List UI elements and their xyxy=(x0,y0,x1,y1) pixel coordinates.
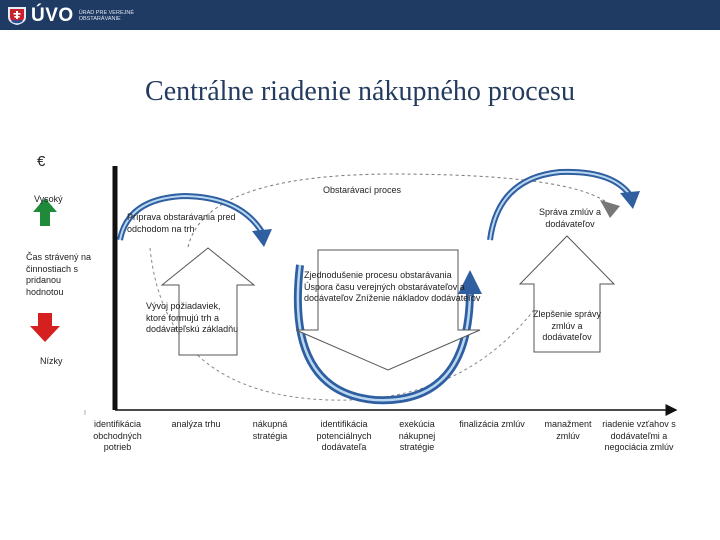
phase-requirements: Vývoj požiadaviek, ktoré formujú trh a d… xyxy=(146,301,239,334)
step-label: identifikácia obchodných potrieb xyxy=(93,419,142,452)
step-label: finalizácia zmlúv xyxy=(459,419,525,429)
step-label: nákupná stratégia xyxy=(252,419,288,441)
step-label: riadenie vzťahov s dodávateľmi a negociá… xyxy=(602,419,676,452)
logo-subtitle: ÚRAD PRE VEREJNÉ OBSTARÁVANIE xyxy=(78,9,135,23)
step-label: manažment zmlúv xyxy=(544,419,592,441)
curved-arrow-left-head xyxy=(252,229,272,247)
axis-value-label: Čas strávený na činnostiach s pridanou h… xyxy=(26,252,92,297)
up-block-arrow-right xyxy=(518,235,616,353)
phase-preparation: Príprava obstarávania pred odchodom na t… xyxy=(127,212,236,234)
step-label: analýza trhu xyxy=(171,419,221,429)
currency-label: € xyxy=(37,153,46,170)
down-block-arrow xyxy=(295,249,481,371)
up-block-arrow xyxy=(160,247,256,356)
up-arrow-icon xyxy=(33,198,57,226)
process-curve-bottom xyxy=(149,247,546,401)
swirl-arrow-head xyxy=(458,270,482,294)
logo-text: ÚVO xyxy=(31,5,74,26)
down-arrow-icon xyxy=(30,313,60,342)
axis-high-label: Vysoký xyxy=(34,194,63,204)
process-curve-top xyxy=(187,173,611,248)
axis-low-label: Nízky xyxy=(40,356,63,366)
phase-improvement: Zlepšenie správy zmlúv a dodávateľov xyxy=(532,309,602,342)
page-title: Centrálne riadenie nákupného procesu xyxy=(145,76,575,107)
coat-of-arms-icon xyxy=(8,7,26,25)
process-label: Obstarávací proces xyxy=(323,185,402,195)
header-bar: ÚVO ÚRAD PRE VEREJNÉ OBSTARÁVANIE xyxy=(0,0,720,30)
step-label: exekúcia nákupnej stratégie xyxy=(398,419,436,452)
process-curve-top-arrowhead xyxy=(600,200,620,218)
phase-simplification: Zjednodušenie procesu obstarávania Úspor… xyxy=(304,270,481,303)
curved-arrow-right-head xyxy=(620,191,640,209)
phase-contract-management: Správa zmlúv a dodávateľov xyxy=(538,207,602,229)
logo: ÚVO ÚRAD PRE VEREJNÉ OBSTARÁVANIE xyxy=(6,5,139,27)
step-label: identifikácia potenciálnych dodávateľa xyxy=(316,419,372,452)
